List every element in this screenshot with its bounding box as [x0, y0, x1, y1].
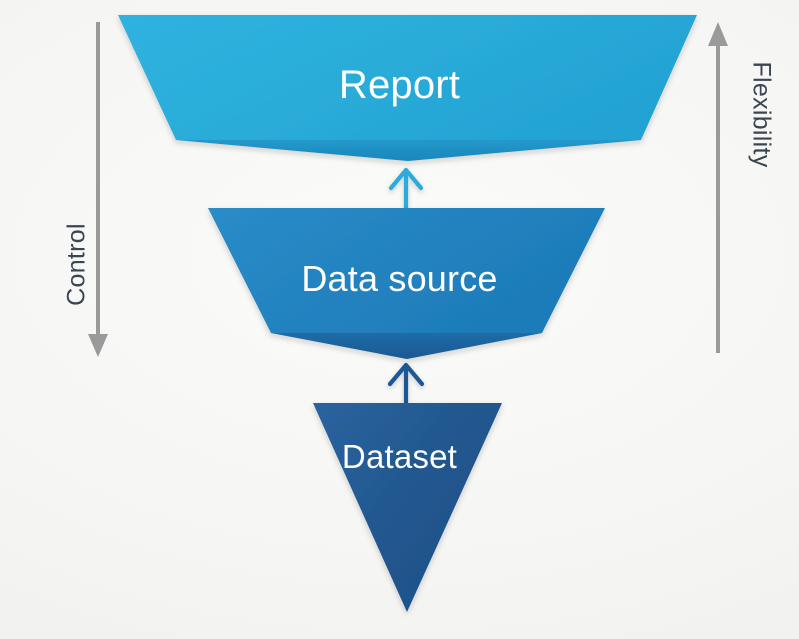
axis-control	[88, 22, 108, 357]
stage-data-source[interactable]	[208, 208, 605, 359]
stage-data-source-bevel	[271, 333, 542, 359]
stage-report-bevel	[176, 140, 641, 161]
stage-report-face	[118, 15, 697, 140]
stage-dataset[interactable]	[313, 403, 502, 612]
axis-flexibility-arrowhead	[708, 22, 728, 46]
stage-dataset-face	[313, 403, 502, 612]
stage-data-source-face	[208, 208, 605, 333]
arrow-datasource-to-report	[388, 167, 424, 208]
axis-label-flexibility: Flexibility	[747, 61, 776, 168]
axis-label-control: Control	[62, 223, 91, 306]
axis-control-arrowhead	[88, 334, 108, 357]
axis-flexibility	[708, 22, 728, 353]
stage-report[interactable]	[118, 15, 697, 161]
arrow-dataset-to-datasource	[387, 362, 425, 403]
